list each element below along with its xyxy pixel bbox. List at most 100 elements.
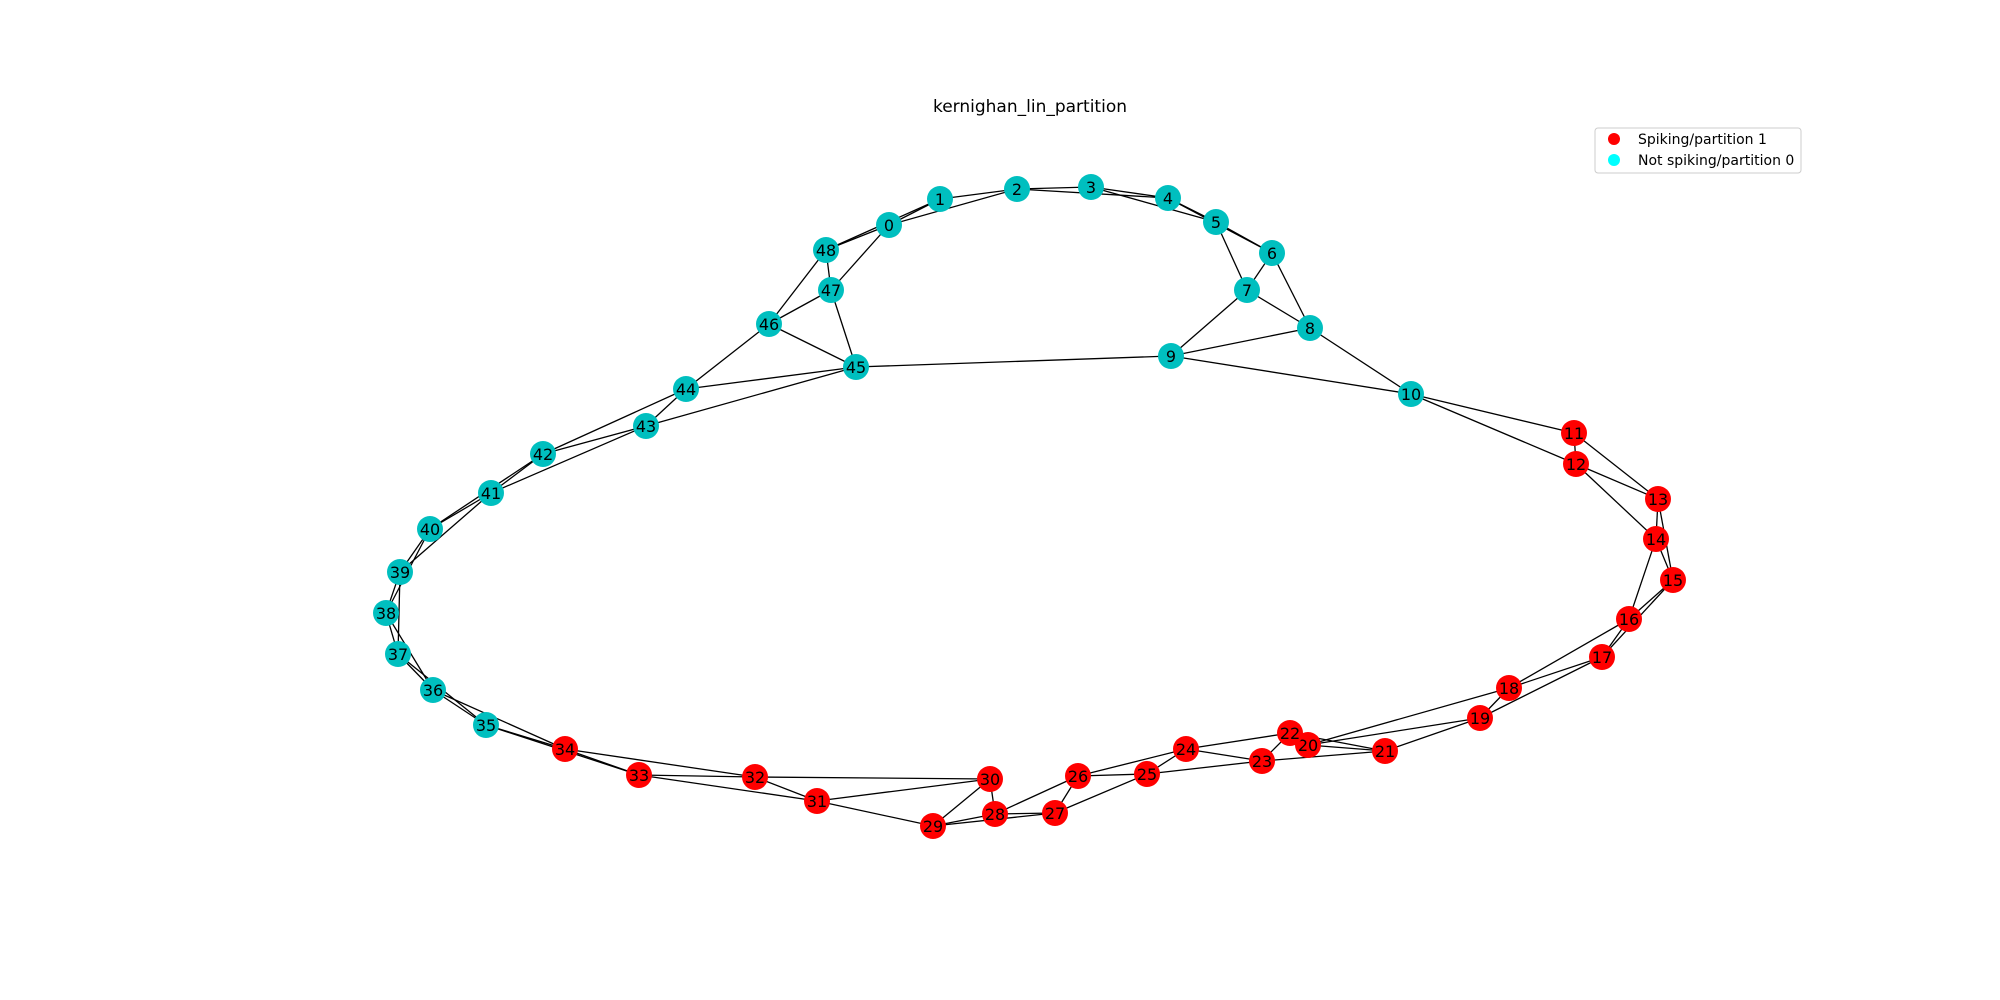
node-label-4: 4 <box>1163 189 1173 208</box>
node-36: 36 <box>420 677 446 703</box>
node-circle-21 <box>1372 738 1398 764</box>
node-circle-11 <box>1561 420 1587 446</box>
node-circle-41 <box>478 480 504 506</box>
node-label-26: 26 <box>1068 767 1088 786</box>
node-label-2: 2 <box>1012 180 1022 199</box>
node-9: 9 <box>1158 343 1184 369</box>
node-16: 16 <box>1616 606 1642 632</box>
edge-46-48 <box>768 249 827 325</box>
edge-30-32 <box>754 776 991 780</box>
node-22: 22 <box>1277 720 1303 746</box>
node-12: 12 <box>1563 451 1589 477</box>
node-27: 27 <box>1042 800 1068 826</box>
node-circle-10 <box>1398 381 1424 407</box>
node-label-13: 13 <box>1648 490 1668 509</box>
node-label-11: 11 <box>1564 424 1584 443</box>
legend-label-partition-1: Spiking/partition 1 <box>1638 132 1767 148</box>
node-8: 8 <box>1297 315 1323 341</box>
node-circle-36 <box>420 677 446 703</box>
node-label-48: 48 <box>816 241 836 260</box>
node-label-45: 45 <box>846 358 866 377</box>
node-34: 34 <box>552 736 578 762</box>
node-label-29: 29 <box>923 817 943 836</box>
edge-10-12 <box>1410 393 1577 465</box>
node-10: 10 <box>1398 381 1424 407</box>
legend: Spiking/partition 1 Not spiking/partitio… <box>1594 127 1802 174</box>
node-label-37: 37 <box>388 645 408 664</box>
node-47: 47 <box>818 277 844 303</box>
edge-44-45 <box>685 366 857 390</box>
node-circle-35 <box>473 712 499 738</box>
node-circle-27 <box>1042 800 1068 826</box>
edge-39-41 <box>399 492 492 573</box>
node-circle-13 <box>1645 486 1671 512</box>
edge-8-10 <box>1309 327 1412 395</box>
edge-18-20 <box>1307 687 1510 746</box>
legend-marker-partition-0 <box>1608 154 1620 166</box>
node-label-20: 20 <box>1298 736 1318 755</box>
node-circle-47 <box>818 277 844 303</box>
node-label-6: 6 <box>1267 244 1277 263</box>
node-48: 48 <box>813 237 839 263</box>
node-label-43: 43 <box>636 417 656 436</box>
node-7: 7 <box>1234 277 1260 303</box>
edge-9-10 <box>1170 355 1412 395</box>
node-label-39: 39 <box>390 563 410 582</box>
edge-6-8 <box>1271 252 1311 329</box>
node-circle-32 <box>742 764 768 790</box>
node-circle-45 <box>843 354 869 380</box>
node-35: 35 <box>473 712 499 738</box>
node-label-40: 40 <box>420 520 440 539</box>
node-label-16: 16 <box>1619 610 1639 629</box>
node-label-14: 14 <box>1646 530 1666 549</box>
node-43: 43 <box>633 413 659 439</box>
node-label-18: 18 <box>1499 679 1519 698</box>
node-label-24: 24 <box>1176 740 1196 759</box>
node-13: 13 <box>1645 486 1671 512</box>
node-label-17: 17 <box>1592 648 1612 667</box>
edge-25-27 <box>1054 773 1148 814</box>
edge-42-44 <box>542 388 687 455</box>
node-circle-44 <box>673 376 699 402</box>
edge-14-16 <box>1628 538 1657 620</box>
edge-45-46 <box>768 323 857 368</box>
node-circle-42 <box>530 441 556 467</box>
node-2: 2 <box>1004 176 1030 202</box>
node-33: 33 <box>626 762 652 788</box>
node-label-15: 15 <box>1663 571 1683 590</box>
edge-10-11 <box>1410 393 1575 434</box>
edge-26-28 <box>994 775 1079 815</box>
node-label-42: 42 <box>533 445 553 464</box>
edge-19-21 <box>1384 717 1481 752</box>
legend-marker-partition-1 <box>1608 133 1620 145</box>
node-26: 26 <box>1065 763 1091 789</box>
node-39: 39 <box>387 559 413 585</box>
node-label-34: 34 <box>555 740 575 759</box>
node-label-19: 19 <box>1470 709 1490 728</box>
node-42: 42 <box>530 441 556 467</box>
node-label-44: 44 <box>676 380 696 399</box>
node-0: 0 <box>876 212 902 238</box>
node-label-3: 3 <box>1086 178 1096 197</box>
legend-frame <box>1594 127 1802 174</box>
node-circle-19 <box>1467 705 1493 731</box>
edge-9-45 <box>855 355 1172 368</box>
node-37: 37 <box>385 641 411 667</box>
node-circle-24 <box>1173 736 1199 762</box>
node-40: 40 <box>417 516 443 542</box>
node-3: 3 <box>1078 174 1104 200</box>
node-38: 38 <box>373 600 399 626</box>
edge-32-33 <box>638 774 756 778</box>
node-label-31: 31 <box>807 792 827 811</box>
edge-43-45 <box>645 366 857 427</box>
node-circle-0 <box>876 212 902 238</box>
node-circle-25 <box>1134 761 1160 787</box>
node-circle-5 <box>1203 209 1229 235</box>
node-circle-12 <box>1563 451 1589 477</box>
edge-8-9 <box>1170 327 1311 357</box>
node-circle-26 <box>1065 763 1091 789</box>
edge-30-31 <box>816 778 991 802</box>
node-28: 28 <box>982 801 1008 827</box>
node-label-10: 10 <box>1401 385 1421 404</box>
